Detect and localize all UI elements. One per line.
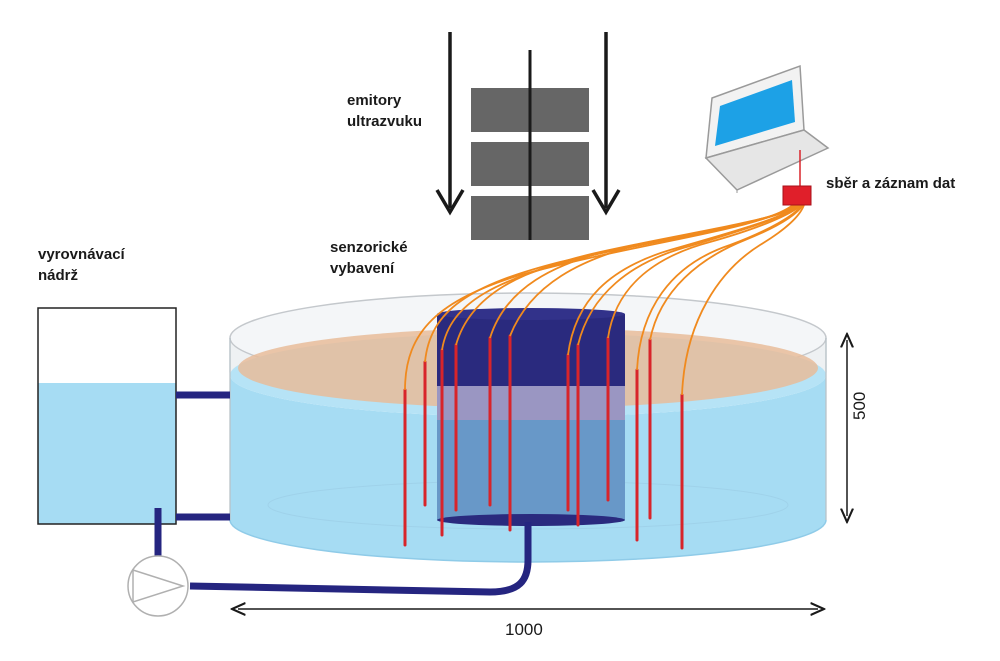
pipes: [154, 391, 532, 596]
pump-icon: [127, 555, 189, 617]
inner-cylinder: [437, 308, 625, 526]
height-dimension-label: 500: [850, 391, 869, 420]
inner-cylinder-mid: [437, 386, 625, 420]
inner-cylinder-lower: [437, 420, 625, 520]
tank-water: [38, 383, 176, 524]
tank-label-line2: nádrž: [38, 267, 79, 284]
sensors-label: senzorické vybavení: [330, 237, 408, 279]
daq-label: sběr a záznam dat: [826, 175, 956, 192]
sensor-cable: [607, 204, 802, 339]
down-arrow-icon: [591, 32, 621, 216]
equalization-tank: [37, 307, 177, 525]
inner-cylinder-top: [437, 308, 625, 320]
ultrasound-emitters: [435, 32, 621, 240]
daq-box: [782, 185, 812, 206]
sensor-cable: [636, 204, 803, 371]
sensor-cable: [681, 204, 805, 396]
tank-label-line1: vyrovnávací: [38, 246, 125, 263]
sensor-cables: [404, 204, 805, 396]
sensor-probes: [403, 334, 684, 550]
tank-label: vyrovnávací nádrž: [38, 244, 125, 286]
laptop-screen: [715, 80, 795, 146]
emitters-label-line2: ultrazvuku: [347, 113, 423, 130]
emitters-label: emitory ultrazvuku: [347, 90, 422, 132]
sensor-cable: [577, 204, 801, 346]
sensors-label-line1: senzorické: [330, 239, 408, 256]
sensors-label-line2: vybavení: [330, 260, 395, 277]
sensor-cable: [509, 204, 799, 337]
laptop-base: [704, 129, 830, 191]
width-dimension-label: 1000: [505, 620, 543, 639]
pipe-pump-to-basin: [189, 522, 532, 596]
laptop-icon: [704, 64, 830, 193]
emitters-label-line1: emitory: [347, 92, 402, 109]
inner-cylinder-upper: [437, 314, 625, 386]
down-arrow-icon: [435, 32, 465, 216]
sensor-cable: [649, 204, 804, 341]
tank-outline: [37, 307, 177, 525]
